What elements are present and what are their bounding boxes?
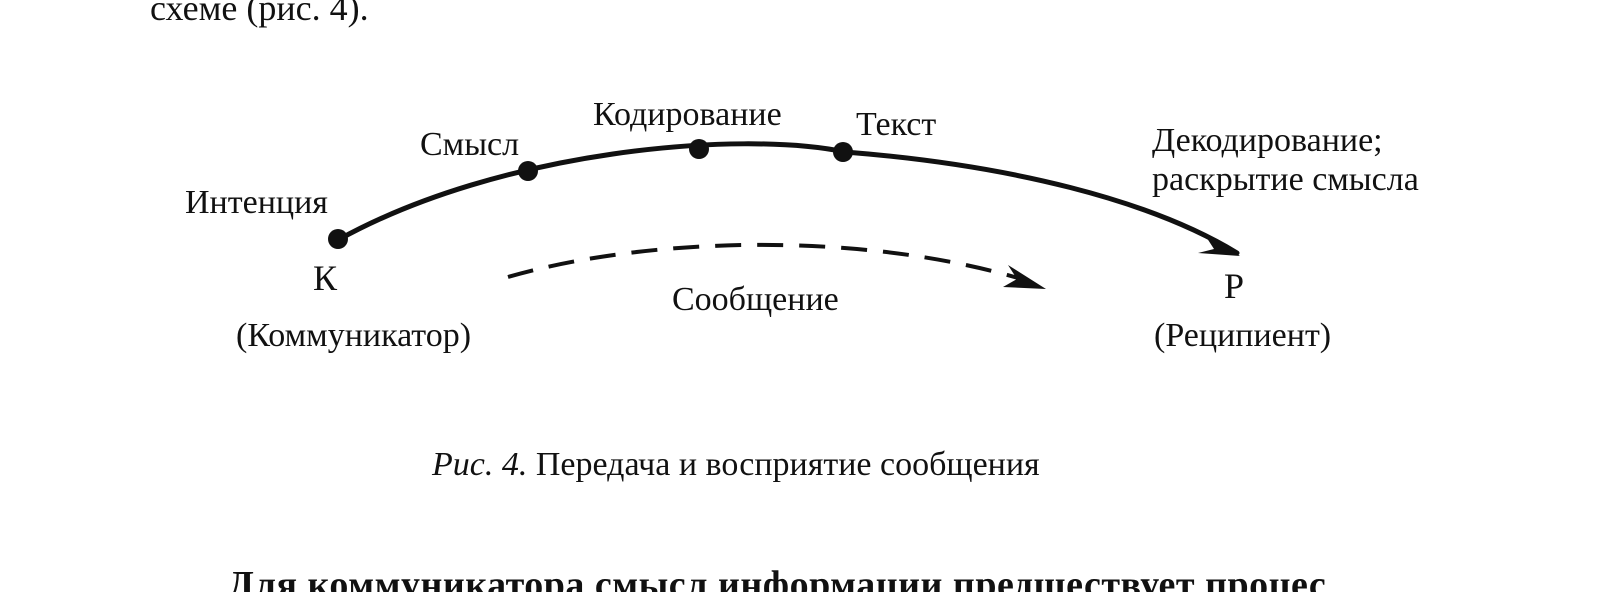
bottom-text-clip: Для коммуникатора смысл информации предш… <box>0 560 1600 592</box>
label-text: Текст <box>856 106 937 143</box>
label-decoding-line2: раскрытие смысла <box>1152 161 1419 198</box>
label-decoding-line1: Декодирование; <box>1152 122 1383 159</box>
message-label: Сообщение <box>672 281 839 318</box>
caption-prefix: Рис. 4. <box>432 446 528 483</box>
communicator-letter: К <box>313 258 338 298</box>
label-coding: Кодирование <box>593 96 782 133</box>
point-intention-dot <box>328 229 348 249</box>
figure-caption: Рис. 4. Передача и восприятие сообщения <box>432 448 1040 482</box>
point-meaning-dot <box>518 161 538 181</box>
top-text-line: схеме (рис. 4). <box>150 0 369 28</box>
bottom-text-line: Для коммуникатора смысл информации предш… <box>228 564 1327 592</box>
top-text-clip: схеме (рис. 4). <box>0 0 1600 30</box>
recipient-label: (Реципиент) <box>1154 317 1332 354</box>
message-dashed-arc <box>507 242 1019 280</box>
communicator-label: (Коммуникатор) <box>236 317 472 354</box>
main-arc-arrowhead <box>1198 232 1240 256</box>
point-text-dot <box>833 142 853 162</box>
label-meaning: Смысл <box>420 126 520 163</box>
message-arrowhead <box>1003 265 1046 289</box>
recipient-letter: Р <box>1224 266 1245 306</box>
label-intention: Интенция <box>185 184 328 221</box>
point-coding-dot <box>689 139 709 159</box>
caption-text: Передача и восприятие сообщения <box>535 446 1040 483</box>
